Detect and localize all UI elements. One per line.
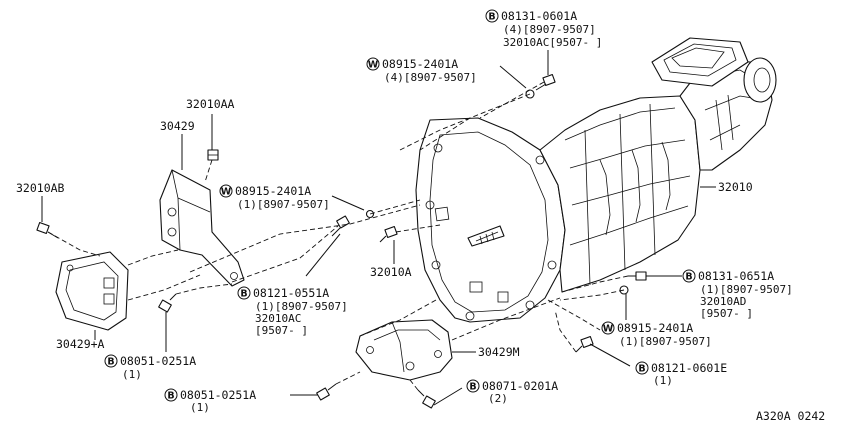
svg-text:B: B [685, 272, 692, 283]
figure-code: A320A 0242 [756, 409, 825, 423]
label-mid-bolt-number: 08121-0551A [253, 286, 329, 300]
svg-text:W: W [368, 60, 379, 71]
label-mid-bolt-line3: [9507- ] [255, 324, 308, 337]
svg-text:B: B [107, 357, 114, 368]
bottom-bolt-icon [316, 383, 337, 401]
svg-text:W: W [221, 187, 232, 198]
left-mount-bracket [55, 251, 129, 331]
label-bottom-bolt-line1: (1) [190, 401, 210, 414]
transmission-assembly [415, 37, 777, 323]
label-right-washer-line1: (1)[8907-9507] [619, 335, 712, 348]
svg-text:B: B [167, 391, 174, 402]
label-top-washer-line1: (4)[8907-9507] [384, 71, 477, 84]
label-lower-bracket: 30429M [478, 345, 520, 359]
lower-mount-bracket [355, 319, 453, 381]
right-bolt-icon [628, 271, 647, 281]
svg-text:B: B [469, 382, 476, 393]
label-transmission: 32010 [718, 180, 753, 194]
label-right-low-bolt-line1: (1) [653, 374, 673, 387]
right-low-bolt-icon [575, 335, 594, 353]
label-top-bolt-line1: (4)[8907-9507] [503, 23, 596, 36]
upper-mount-bracket [159, 169, 245, 287]
label-right-bolt-line3: [9507- ] [700, 307, 753, 320]
callout-prefix-icons: B W W B B W B B B B [104, 9, 696, 402]
label-right-low-bolt-number: 08121-0601E [651, 361, 727, 375]
assembly-dashed-lines [47, 81, 629, 391]
label-left-bolt: 32010AB [16, 181, 65, 195]
label-right-bolt-line1: (1)[8907-9507] [700, 283, 793, 296]
label-right-bolt-number: 08131-0651A [698, 269, 774, 283]
svg-text:W: W [603, 324, 614, 335]
label-bottom-nut-number: 08071-0201A [482, 379, 558, 393]
upper-nut-icon [207, 149, 219, 161]
label-top-bolt-number: 08131-0601A [501, 9, 577, 23]
bottom-nut-icon [417, 389, 436, 409]
svg-text:B: B [240, 289, 247, 300]
top-bolt-icon [535, 73, 556, 91]
label-upper-nut: 32010AA [186, 97, 235, 111]
stud-icon [379, 225, 398, 243]
label-right-bolt-line2: 32010AD [700, 295, 746, 308]
svg-text:B: B [638, 364, 645, 375]
label-upper-bracket: 30429 [160, 119, 195, 133]
label-top-washer-number: 08915-2401A [382, 57, 458, 71]
part-labels: 08131-0601A (4)[8907-9507] 32010AC[9507-… [16, 9, 825, 423]
label-mid-washer-number: 08915-2401A [235, 184, 311, 198]
label-left-bracket: 30429+A [56, 337, 105, 351]
label-bottom-bolt-number: 08051-0251A [180, 388, 256, 402]
label-mid-washer-line1: (1)[8907-9507] [237, 198, 330, 211]
leader-lines [41, 50, 716, 406]
label-left-lower-bolt-number: 08051-0251A [120, 354, 196, 368]
label-bottom-nut-line1: (2) [488, 392, 508, 405]
left-lower-bolt-icon [158, 293, 177, 313]
label-left-lower-bolt-line1: (1) [122, 368, 142, 381]
label-mid-bolt-line2: 32010AC [255, 312, 301, 325]
mid-bolt-icon [331, 215, 350, 237]
svg-text:B: B [488, 12, 495, 23]
label-right-washer-number: 08915-2401A [617, 321, 693, 335]
label-mid-bolt-line1: (1)[8907-9507] [255, 300, 348, 313]
label-top-bolt-line2: 32010AC[9507- ] [503, 36, 602, 49]
left-bolt-icon [36, 221, 59, 239]
label-stud: 32010A [370, 265, 412, 279]
